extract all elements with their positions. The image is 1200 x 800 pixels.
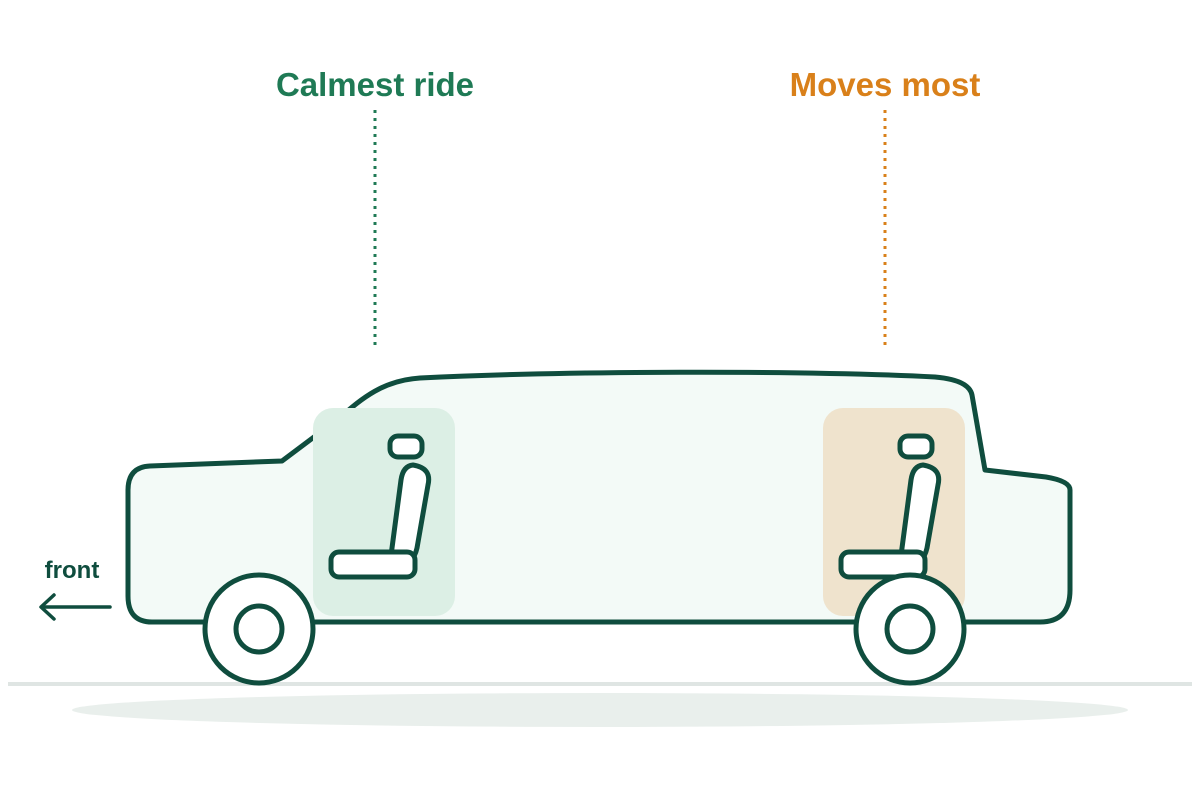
front-seat-headrest — [387, 433, 425, 460]
rear-seat-cushion — [838, 549, 928, 580]
ground-shadow — [72, 693, 1128, 727]
rear-seat-headrest — [897, 433, 935, 460]
calm-zone-highlight — [313, 408, 455, 616]
seat-icon — [328, 433, 432, 580]
front-wheel — [202, 572, 316, 686]
front-seat-cushion — [328, 549, 418, 580]
front-hub — [233, 603, 285, 655]
moves-most-label: Moves most — [790, 66, 981, 103]
rear-wheel — [853, 572, 967, 686]
arrow-left-icon — [39, 593, 112, 621]
arrow-head — [39, 593, 56, 621]
calmest-ride-label: Calmest ride — [276, 66, 474, 103]
seat-icon — [838, 433, 942, 580]
rear-hub — [884, 603, 936, 655]
front-label: front — [45, 557, 100, 584]
